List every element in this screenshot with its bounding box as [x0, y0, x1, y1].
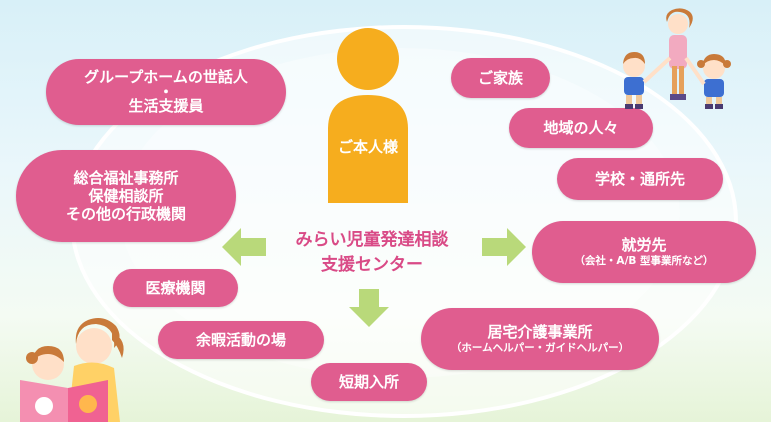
arrow-down-icon — [349, 289, 389, 327]
node-family-line1: ご家族 — [477, 68, 523, 87]
node-home-care-line1: 居宅介護事業所 — [487, 322, 593, 341]
node-medical-line1: 医療機関 — [145, 278, 206, 297]
node-welfare-office-line1: 総合福祉事務所 — [73, 168, 179, 187]
reading-illustration-icon — [20, 318, 124, 422]
node-group-home-line2: 生活支援員 — [128, 97, 204, 116]
center-org-line2: 支援センター — [321, 254, 423, 275]
node-group-home-dot: ・ — [158, 82, 174, 101]
node-employment-line2: （会社・A/B 型事業所など） — [574, 255, 714, 268]
node-leisure-line1: 余暇活動の場 — [195, 330, 286, 349]
arrow-right-icon — [482, 228, 526, 266]
node-family: ご家族 — [451, 58, 550, 98]
node-employment-line1: 就労先 — [621, 235, 667, 254]
family-illustration-icon — [623, 8, 731, 109]
node-leisure: 余暇活動の場 — [158, 321, 324, 359]
node-group-home-line1: グループホームの世話人 — [84, 68, 248, 87]
center-organization: みらい児童発達相談 支援センター — [252, 228, 492, 277]
node-welfare-office: 総合福祉事務所 保健相談所 その他の行政機関 — [16, 150, 236, 242]
node-community-line1: 地域の人々 — [543, 118, 619, 137]
node-school-line1: 学校・通所先 — [594, 169, 685, 188]
node-medical: 医療機関 — [113, 269, 238, 307]
node-group-home: グループホームの世話人 ・ 生活支援員 — [46, 59, 286, 125]
node-employment: 就労先 （会社・A/B 型事業所など） — [532, 221, 756, 283]
center-org-line1: みらい児童発達相談 — [295, 230, 449, 250]
node-short-stay-line1: 短期入所 — [338, 372, 399, 391]
center-person-label: ご本人様 — [337, 138, 398, 156]
arrow-left-icon — [222, 228, 266, 266]
node-community: 地域の人々 — [509, 108, 653, 148]
node-short-stay: 短期入所 — [311, 363, 427, 401]
node-home-care-line2: （ホームヘルパー・ガイドヘルパー） — [450, 342, 630, 355]
person-figure-icon — [328, 28, 408, 203]
node-welfare-office-line2: 保健相談所 — [88, 186, 164, 205]
node-welfare-office-line3: その他の行政機関 — [65, 205, 186, 224]
node-school: 学校・通所先 — [557, 158, 723, 200]
node-home-care: 居宅介護事業所 （ホームヘルパー・ガイドヘルパー） — [421, 308, 659, 370]
